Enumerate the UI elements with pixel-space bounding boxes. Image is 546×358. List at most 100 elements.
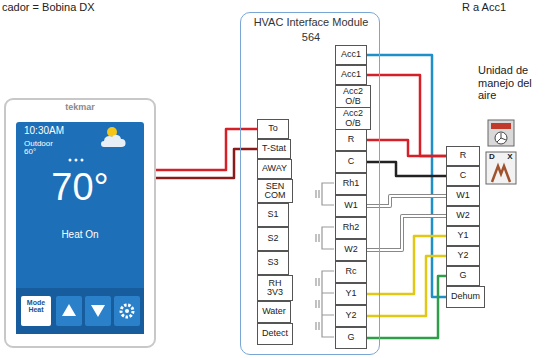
terminal: SEN COM [257, 179, 293, 203]
terminal: Detect [257, 323, 293, 345]
up-arrow [62, 304, 76, 316]
terminal-label: S1 [265, 210, 280, 219]
terminal: C [446, 166, 480, 186]
display-text: Outdoor 60° [24, 140, 64, 157]
terminal-label: Acc1 [339, 50, 363, 59]
up-button [56, 296, 82, 326]
terminal: AWAY [257, 159, 292, 179]
wire [367, 75, 446, 156]
wire-group [156, 149, 257, 178]
terminal-label: Detect [260, 329, 290, 338]
terminal: R [335, 129, 367, 151]
terminal-label: Water [260, 307, 288, 316]
wire-group [367, 162, 446, 176]
coil-shape [492, 166, 510, 182]
terminal-label: G [457, 271, 468, 280]
terminal: Acc2 O/B [335, 85, 371, 108]
terminal-label: S3 [265, 258, 280, 267]
gear-icon [121, 305, 133, 317]
wire-group [367, 140, 446, 156]
terminal-label: G [345, 333, 356, 342]
coil-letter: X [505, 152, 515, 161]
down-arrow [91, 305, 105, 317]
terminal: Water [257, 301, 291, 323]
wire-group [367, 216, 446, 250]
thermostat-screen [16, 122, 144, 334]
terminal: Y1 [335, 283, 367, 305]
terminal-label: Acc1 [339, 70, 363, 79]
down-button [85, 296, 111, 326]
thermostat-frame [5, 99, 155, 347]
terminal: Rc [335, 261, 367, 283]
terminal-label: Dehum [449, 292, 482, 301]
wire-group [367, 75, 446, 156]
terminal: W1 [335, 195, 367, 217]
terminal: Acc1 [335, 45, 367, 65]
cloud-icon [101, 135, 126, 147]
wire [367, 196, 446, 206]
display-text: Mode Heat [21, 299, 51, 314]
terminal: G [335, 327, 367, 349]
jumpers [316, 183, 334, 337]
terminal: Dehum [446, 286, 485, 308]
fan-icon [495, 132, 507, 144]
header-note: cador = Bobina DX [2, 1, 162, 14]
display-text: Heat On [4, 230, 156, 241]
terminal-label: Rc [344, 267, 359, 276]
heater-strip [491, 123, 511, 129]
button-bar [16, 288, 144, 334]
settings-button [114, 296, 140, 326]
terminal-label: C [458, 171, 469, 180]
terminal-label: W1 [342, 201, 360, 210]
wire [156, 149, 257, 178]
terminal: G [446, 266, 480, 286]
wire [367, 236, 446, 294]
terminal: RH 3V3 [257, 275, 293, 301]
module-title: HVAC Interface Module [241, 16, 381, 28]
terminal: Rh1 [335, 173, 367, 195]
terminal: T-Stat [257, 139, 291, 159]
terminal-label: To [266, 124, 280, 133]
terminal-label: SEN COM [258, 182, 292, 201]
terminal: S2 [257, 227, 289, 251]
terminal-label: R [458, 151, 469, 160]
wire [367, 140, 446, 156]
wire-fill [367, 196, 446, 206]
terminal-label: Y1 [455, 231, 470, 240]
wire-group [367, 256, 446, 316]
wire [367, 276, 446, 338]
wire-group [367, 276, 446, 338]
display-text: tekmar [4, 103, 156, 112]
display-text: 70° [4, 168, 156, 208]
terminal: S1 [257, 203, 289, 227]
terminal: Acc1 [335, 65, 367, 85]
wire [367, 256, 446, 316]
gear-hub [125, 309, 129, 313]
terminal: R [446, 146, 480, 166]
wire-group [367, 55, 446, 297]
terminal: Y2 [335, 305, 367, 327]
display-text: 10:30AM [24, 126, 84, 137]
terminal-label: S2 [265, 234, 280, 243]
model-number: 564 [241, 31, 381, 43]
terminal-label: Acc2 O/B [336, 87, 370, 106]
terminal-label: R [346, 135, 357, 144]
wire [367, 55, 446, 297]
terminal: W1 [446, 186, 480, 206]
wire-fill [367, 216, 446, 250]
terminal: W2 [335, 239, 367, 261]
terminal: Y2 [446, 246, 480, 266]
terminal: C [335, 151, 367, 173]
unit-label: Unidad de manejo del aire [478, 64, 540, 102]
terminal-label: Acc2 O/B [336, 109, 370, 128]
air-handler-icon [488, 120, 514, 146]
terminal-label: RH 3V3 [258, 279, 292, 298]
wire-group [367, 236, 446, 294]
terminal-label: Y1 [343, 289, 358, 298]
terminal-label: W1 [454, 191, 472, 200]
header-note: R a Acc1 [462, 1, 542, 14]
dots [69, 159, 84, 162]
terminal: Y1 [446, 226, 480, 246]
terminal-label: T-Stat [260, 144, 288, 153]
